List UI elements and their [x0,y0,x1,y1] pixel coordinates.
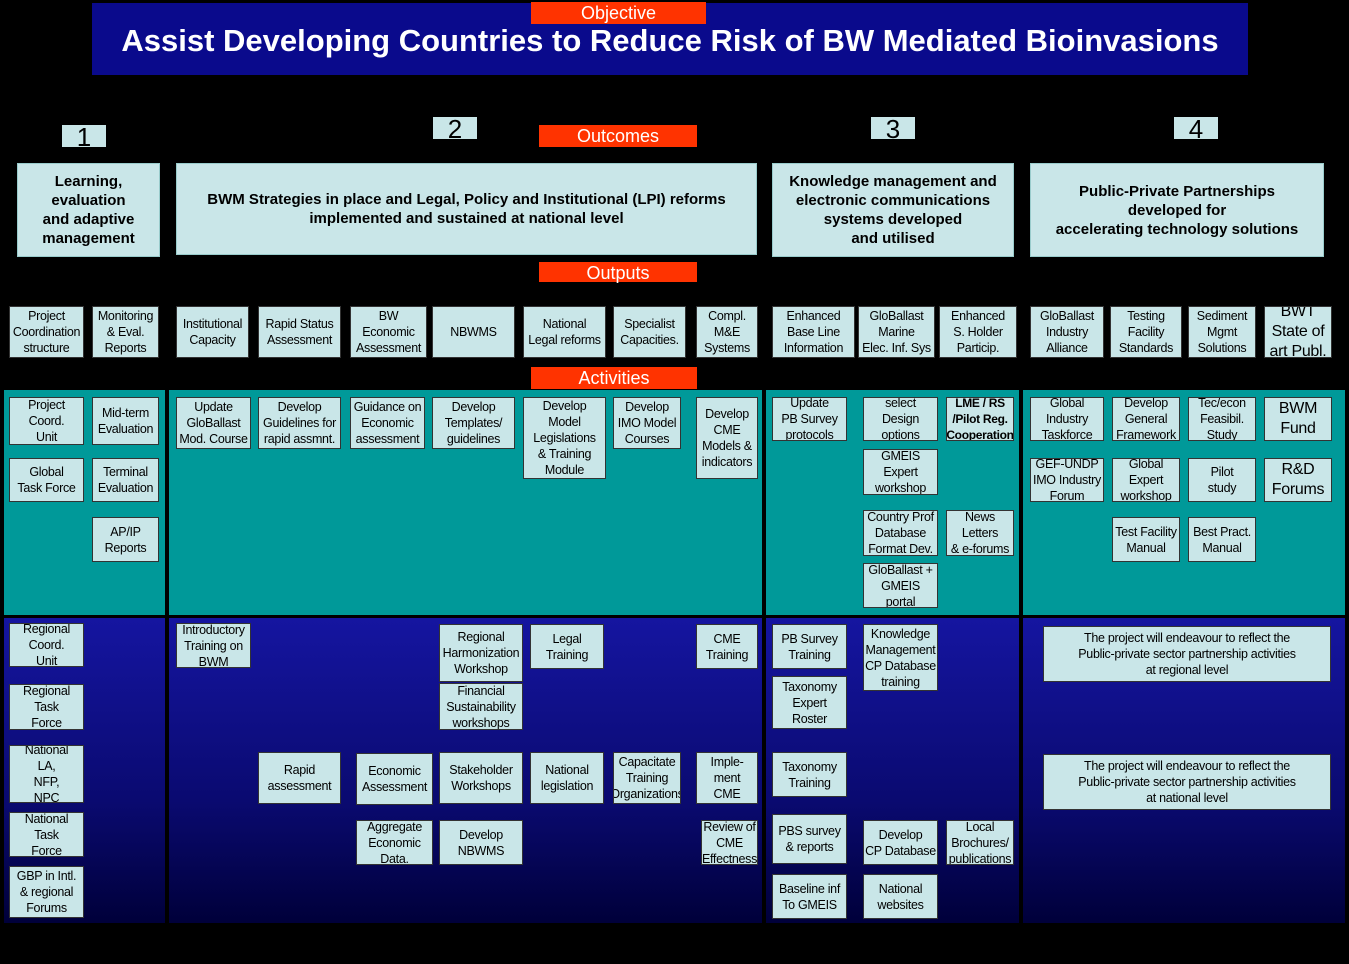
output-box: BWT State of art Publ. [1264,306,1332,358]
outcome-number: 2 [433,116,477,142]
output-box: Project Coordination structure [9,306,84,358]
regional-national-activity-box: Introductory Training on BWM [176,623,251,668]
regional-national-activity-box: National LA, NFP, NPC [9,745,84,803]
regional-national-activity-box: Regional Harmonization Workshop [439,624,523,682]
global-activity-box: Global Expert workshop [1112,458,1180,502]
regional-national-activity-box: Knowledge Management CP Database trainin… [863,624,938,691]
global-activity-box: Develop Guidelines for rapid assmnt. [258,397,341,449]
output-box: Monitoring & Eval. Reports [92,306,159,358]
activities-label: Activities [531,367,697,389]
global-activity-box: Develop CME Models & indicators [696,397,758,479]
outcome-box: Learning, evaluation and adaptive manage… [17,163,160,257]
global-activity-box: Global Industry Taskforce [1030,397,1104,441]
regional-national-activity-box: Financial Sustainability workshops [439,683,523,730]
global-activity-box: GMEIS Expert workshop [863,449,938,495]
regional-national-activity-box: Develop CP Database [863,820,938,865]
outcome-number: 3 [871,116,915,142]
global-activity-box: Country Prof Database Format Dev. [863,510,938,556]
regional-national-activity-box: Taxonomy Expert Roster [772,676,847,729]
global-activity-box: Develop General Framework [1112,397,1180,441]
global-activity-box: Pilot study [1188,458,1256,502]
regional-national-activity-box: Legal Training [530,624,604,669]
outcome-number: 1 [62,124,106,150]
output-box: Enhanced Base Line Information [772,306,855,358]
regional-national-activity-box: Regional Task Force [9,684,84,730]
regional-national-activity-box: Imple- ment CME [696,752,758,804]
regional-national-activity-box: Stakeholder Workshops [439,752,523,804]
output-box: Specialist Capacities. [613,306,686,358]
output-box: BW Economic Assessment [350,306,427,358]
global-activity-box: Test Facility Manual [1112,517,1180,562]
regional-national-activity-box: PB Survey Training [772,624,847,669]
global-activity-box: Guidance on Economic assessment [350,397,425,449]
regional-national-activity-box: GBP in Intl. & regional Forums [9,866,84,918]
regional-national-activity-box: CME Training [696,624,758,669]
regional-national-activity-box: National Task Force [9,812,84,857]
outcome-box: BWM Strategies in place and Legal, Polic… [176,163,757,255]
global-activity-box: Develop IMO Model Courses [613,397,681,449]
global-activity-box: Develop Model Legislations & Training Mo… [523,397,606,479]
regional-national-activity-box: Economic Assessment [356,753,433,805]
outcome-number: 4 [1174,116,1218,142]
regional-national-activity-box: National websites [863,874,938,919]
regional-national-activity-box: Local Brochures/ publications [946,820,1014,865]
global-activity-box: GEF-UNDP IMO Industry Forum [1030,458,1104,502]
regional-national-activity-box: Review of CME Effectness [701,820,758,865]
regional-national-activity-box: National legislation [530,752,604,804]
objective-label: Objective [531,2,706,24]
global-activity-box: R&D Forums [1264,458,1332,502]
global-activity-box: Develop Templates/ guidelines [432,397,515,449]
global-activity-box: Update PB Survey protocols [772,397,847,441]
regional-national-activity-box: Rapid assessment [258,752,341,804]
global-activity-box: Terminal Evaluation [92,458,159,502]
public-private-note: The project will endeavour to reflect th… [1043,626,1331,682]
outcome-box: Public-Private Partnerships developed fo… [1030,163,1324,257]
regional-national-activity-box: Develop NBWMS [439,820,523,865]
output-box: Testing Facility Standards [1110,306,1182,358]
global-activity-box: Global Task Force [9,458,84,502]
regional-national-activity-box: Taxonomy Training [772,752,847,797]
global-activity-box: select Design options [863,397,938,441]
output-box: GloBallast Marine Elec. Inf. Sys [858,306,935,358]
output-box: NBWMS [432,306,515,358]
regional-national-activity-box: Regional Coord. Unit [9,623,84,667]
regional-national-activity-box: Aggregate Economic Data. [356,820,433,865]
output-box: Enhanced S. Holder Particip. [939,306,1017,358]
regional-national-activity-box: Capacitate Training Organizations [613,752,681,804]
regional-national-activity-box: Baseline inf To GMEIS [772,874,847,919]
global-activity-box: Tec/econ Feasibil. Study [1188,397,1256,441]
global-activity-box: Project Coord. Unit [9,397,84,445]
global-activity-box: Update GloBallast Mod. Course [176,397,251,449]
output-box: National Legal reforms [523,306,606,358]
outcomes-label: Outcomes [539,125,697,147]
output-box: Rapid Status Assessment [258,306,341,358]
outcome-box: Knowledge management and electronic comm… [772,163,1014,257]
global-activity-box: Mid-term Evaluation [92,397,159,445]
global-activity-box: GloBallast + GMEIS portal [863,563,938,608]
output-box: Compl. M&E Systems [696,306,758,358]
global-activity-box: BWM Fund [1264,397,1332,441]
outputs-label: Outputs [539,262,697,283]
public-private-note: The project will endeavour to reflect th… [1043,754,1331,810]
global-activity-box: Best Pract. Manual [1188,517,1256,562]
output-box: GloBallast Industry Alliance [1030,306,1104,358]
objective-title: Assist Developing Countries to Reduce Ri… [121,23,1219,58]
global-activity-box: AP/IP Reports [92,517,159,562]
regional-national-activity-box: PBS survey & reports [772,814,847,864]
global-activity-box: News Letters & e-forums [946,510,1014,556]
output-box: Institutional Capacity [176,306,249,358]
global-activity-box: LME / RS /Pilot Reg. Cooperation [946,397,1014,441]
output-box: Sediment Mgmt Solutions [1188,306,1256,358]
